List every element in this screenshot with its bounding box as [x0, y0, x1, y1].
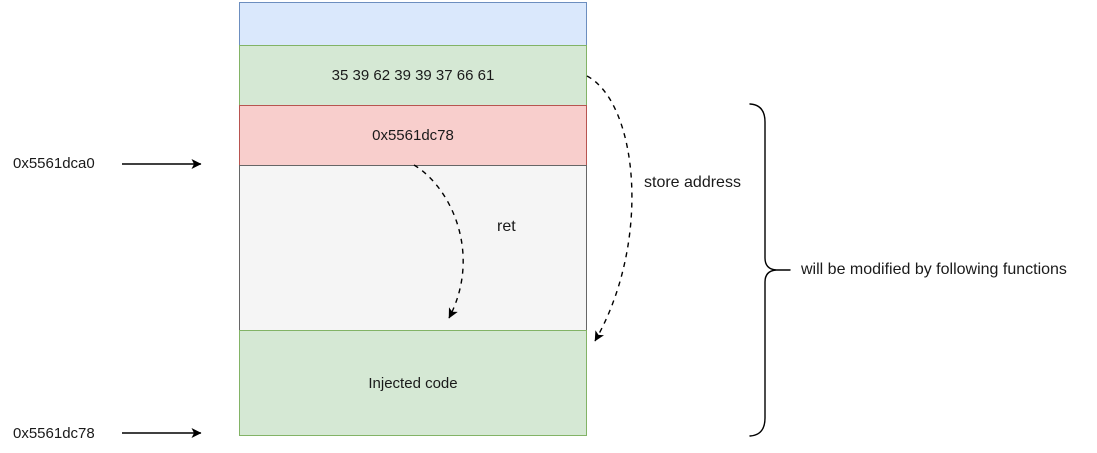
block-stack-gap	[239, 165, 587, 331]
store-address-annotation: store address	[644, 174, 741, 191]
ret-annotation: ret	[497, 218, 516, 235]
block-top-buffer	[239, 2, 587, 46]
injected-code-label: Injected code	[368, 374, 458, 392]
curly-brace	[749, 103, 777, 437]
buffer-bytes-label: 35 39 62 39 39 37 66 61	[331, 67, 495, 84]
block-return-address: 0x5561dc78	[239, 105, 587, 166]
store-address-arrow	[586, 75, 633, 342]
address-label-0x5561dca0: 0x5561dca0	[13, 155, 95, 172]
block-buffer-bytes: 35 39 62 39 39 37 66 61	[239, 45, 587, 106]
block-injected-code: Injected code	[239, 330, 587, 436]
address-label-0x5561dc78: 0x5561dc78	[13, 425, 95, 442]
return-address-label: 0x5561dc78	[372, 127, 454, 144]
brace-note: will be modified by following functions	[801, 261, 1067, 278]
